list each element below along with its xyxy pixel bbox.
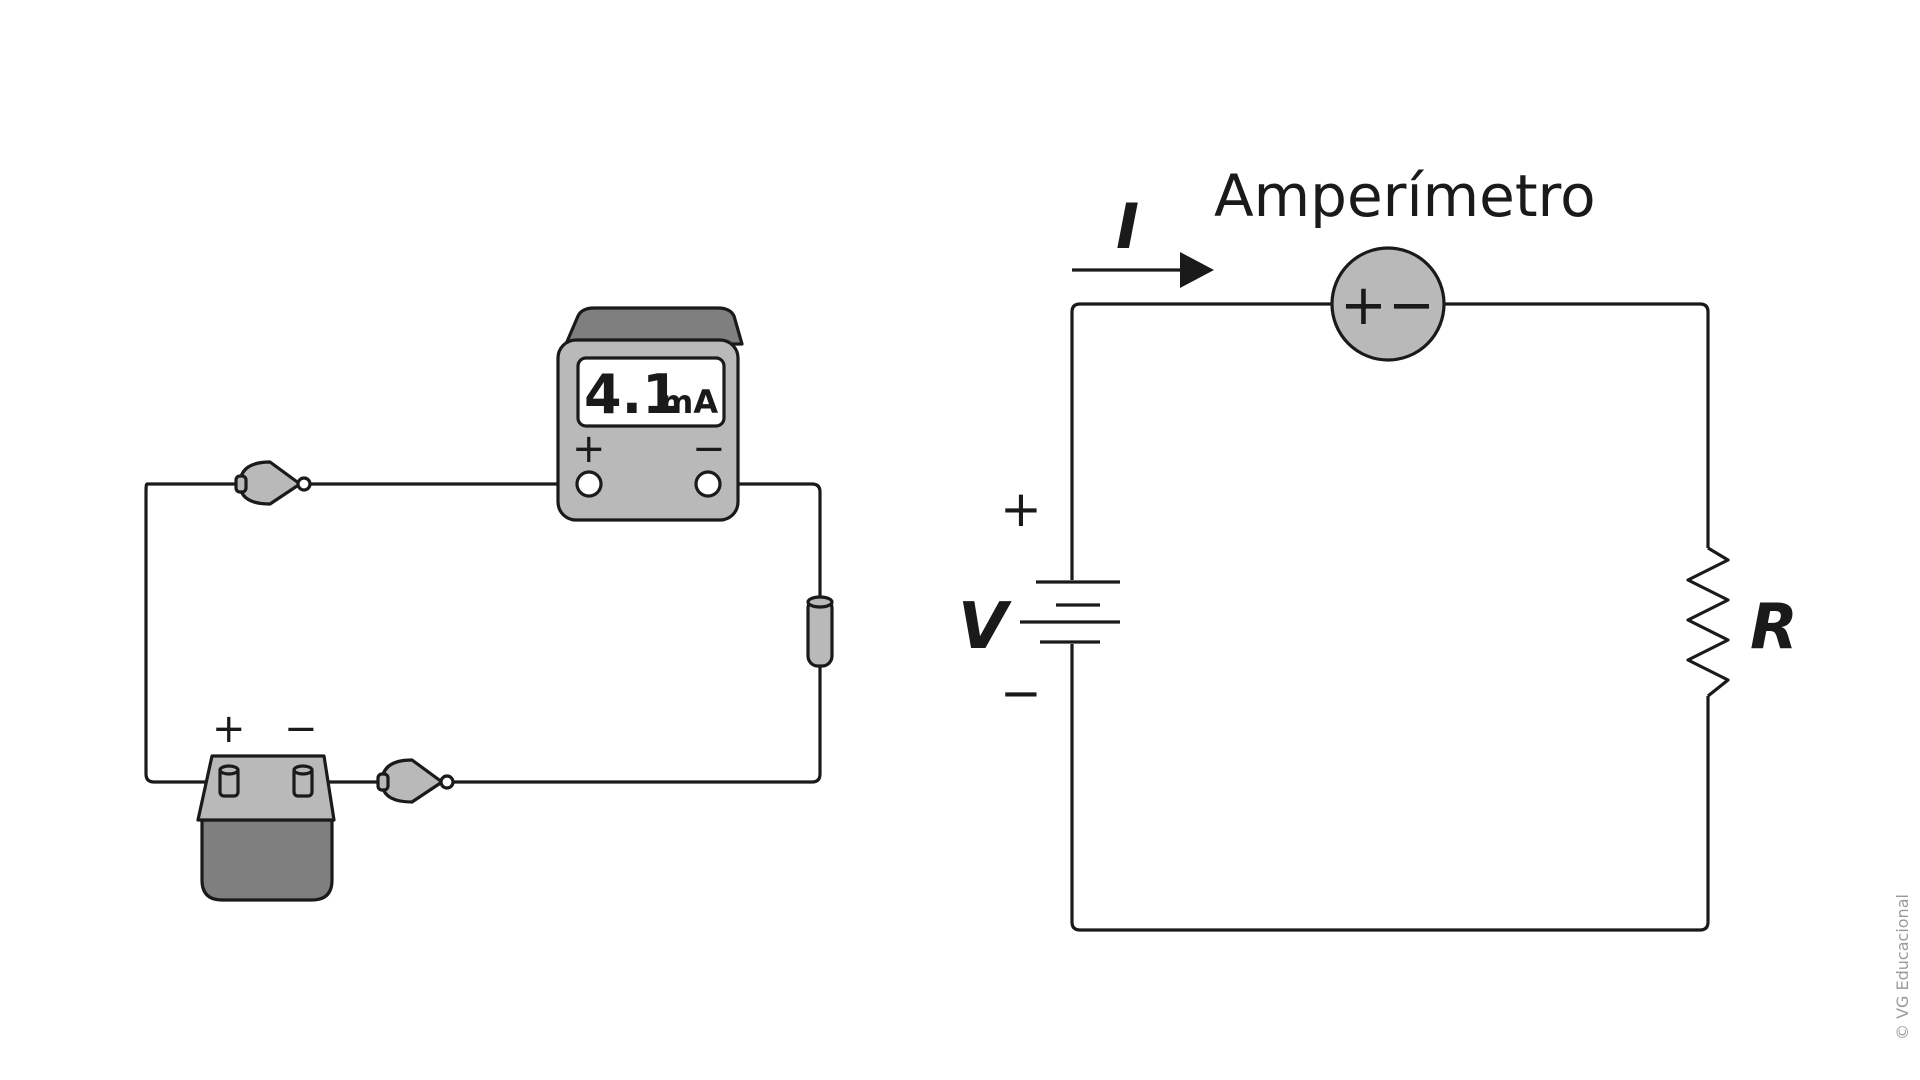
ammeter-symbol: + − [1330,246,1446,362]
source-minus-label: − [1000,664,1042,722]
ammeter-device: 4.1 mA + − [556,306,744,522]
battery-minus-label: − [284,706,318,752]
ammeter-minus-label: − [692,426,726,472]
source-label: V [958,590,1012,664]
schematic-wire [1444,302,1710,548]
current-arrow [1072,252,1214,288]
battery: + − [196,706,336,902]
resistor-symbol [1686,546,1730,698]
ammeter-minus-terminal [694,470,722,498]
alligator-clip-bottom [376,758,455,804]
pictorial-circuit: 4.1 mA + − + − [144,306,834,902]
current-label: I [1116,190,1139,263]
battery-plus-terminal [218,764,240,798]
ammeter-symbol-minus: − [1388,273,1435,338]
ammeter-reading: 4.1 [584,363,680,426]
source-plus-label: + [1000,480,1042,538]
schematic-wire [1070,644,1710,932]
ammeter-screen [576,356,726,428]
source-symbol [1020,580,1120,644]
ammeter-symbol-plus: + [1340,273,1387,338]
circuit-wire [144,482,586,784]
ammeter-plus-terminal [575,470,603,498]
credit-text: © VG Educacional [1893,894,1912,1040]
ammeter-label: Amperímetro [1214,162,1596,230]
schematic-circuit: I Amperímetro + − + V − R [958,162,1798,932]
battery-minus-terminal [292,764,314,798]
circuit-wire [305,482,822,784]
alligator-clip-top [234,460,312,506]
battery-plus-label: + [212,706,246,752]
ammeter-plus-label: + [572,426,606,472]
resistor-label: R [1750,590,1798,663]
schematic-wire [1070,302,1332,580]
ammeter-unit: mA [660,383,718,421]
